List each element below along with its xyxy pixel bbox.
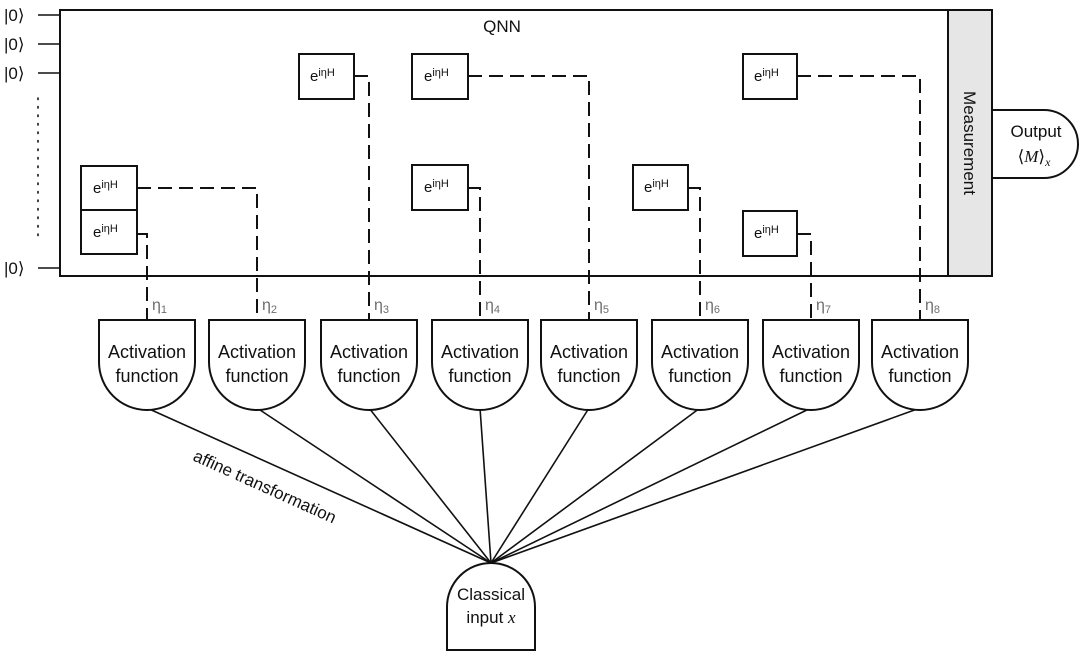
dashed-connector	[354, 75, 370, 320]
dashed-connector	[468, 75, 590, 320]
dashed-connector	[688, 187, 701, 320]
activation-node: Activation function	[98, 319, 196, 411]
activation-label: Activation	[218, 342, 296, 362]
ket-label: |0⟩	[4, 6, 25, 25]
qubit-wires: |0⟩ |0⟩ |0⟩ |0⟩	[4, 6, 60, 278]
ket-label: |0⟩	[4, 64, 25, 83]
activation-label: function	[779, 366, 842, 386]
eta-label: η6	[705, 297, 720, 316]
eta-label: η3	[374, 297, 389, 316]
activation-label: Activation	[108, 342, 186, 362]
gate: eiηH	[632, 164, 689, 211]
eta-label: η1	[152, 297, 167, 316]
affine-connections	[146, 407, 921, 564]
activation-node: Activation function	[540, 319, 638, 411]
eta-label: η5	[594, 297, 609, 316]
gate: eiηH	[742, 53, 798, 100]
classical-input-label-2: input x	[466, 608, 516, 627]
output-expectation: ⟨M⟩x	[1018, 147, 1051, 169]
gate: eiηH	[411, 53, 469, 100]
activation-label: Activation	[881, 342, 959, 362]
activation-node: Activation function	[871, 319, 969, 411]
activation-label: function	[225, 366, 288, 386]
activation-label: function	[888, 366, 951, 386]
measurement-block	[947, 9, 993, 277]
activation-node: Activation function	[762, 319, 860, 411]
activation-label: function	[668, 366, 731, 386]
classical-input-node: Classical input x	[446, 562, 536, 651]
activation-label: function	[115, 366, 178, 386]
dashed-connector	[137, 233, 148, 320]
gate: eiηH	[742, 210, 798, 257]
dashed-connector	[797, 75, 921, 320]
qnn-frame	[59, 9, 949, 277]
ket-label: |0⟩	[4, 259, 25, 278]
activation-label: function	[448, 366, 511, 386]
classical-input-label: Classical	[457, 585, 525, 604]
parameter-connections	[137, 75, 921, 320]
activation-label: function	[337, 366, 400, 386]
gate-label: eiηH	[310, 67, 335, 85]
gate: eiηH	[411, 164, 469, 211]
output-node	[991, 109, 1079, 179]
gate: eiηH	[80, 209, 138, 255]
gate: eiηH	[298, 53, 355, 100]
activation-node: Activation function	[320, 319, 418, 411]
activation-label: Activation	[550, 342, 628, 362]
gate-label: eiηH	[754, 67, 779, 85]
activation-node: Activation function	[208, 319, 306, 411]
gate-label: eiηH	[93, 179, 118, 197]
eta-label: η2	[262, 297, 277, 316]
activation-label: Activation	[441, 342, 519, 362]
eta-label: η7	[816, 297, 831, 316]
ket-label: |0⟩	[4, 35, 25, 54]
output-label: Output	[1010, 122, 1061, 141]
measurement-label: Measurement	[960, 91, 979, 195]
eta-label: η4	[485, 297, 500, 316]
activation-node: Activation function	[431, 319, 529, 411]
gate-label: eiηH	[93, 223, 118, 241]
activation-label: Activation	[661, 342, 739, 362]
gate-label: eiηH	[424, 67, 449, 85]
activation-label: Activation	[772, 342, 850, 362]
parameter-labels: η1 η2 η3 η4 η5 η6 η7 η8	[152, 297, 940, 316]
gate: eiηH	[80, 165, 138, 211]
qnn-title: QNN	[483, 17, 521, 36]
dashed-connector	[797, 233, 812, 320]
dashed-connector	[468, 187, 481, 320]
gate-label: eiηH	[424, 178, 449, 196]
affine-transformation-label: affine transformation	[190, 446, 339, 527]
activation-label: Activation	[330, 342, 408, 362]
activation-node: Activation function	[651, 319, 749, 411]
gate-label: eiηH	[754, 224, 779, 242]
gate-label: eiηH	[644, 178, 669, 196]
activation-label: function	[557, 366, 620, 386]
eta-label: η8	[925, 297, 940, 316]
